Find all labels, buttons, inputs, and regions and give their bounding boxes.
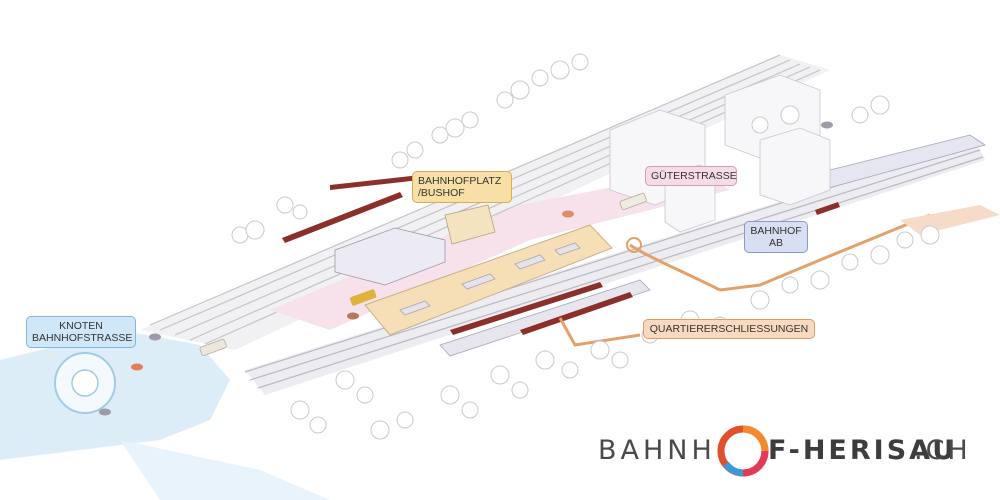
- label-bahnhofplatz-bushof: BAHNHOFPLATZ /BUSHOF: [412, 171, 512, 203]
- label-line: AB: [768, 237, 783, 249]
- bus-shelter: [444, 204, 496, 245]
- orange-paths: [558, 213, 931, 347]
- label-line: BAHNHOFPLATZ: [418, 175, 502, 187]
- label-line: QUARTIERERSCHLIESSUNGEN: [649, 323, 809, 335]
- platform-strip: [439, 279, 651, 357]
- label-line: /BUSHOF: [418, 187, 465, 199]
- logo-text-left: BAHNH: [598, 435, 716, 466]
- bahnhof-herisau-logo: BAHNH F-HERISAU .CH: [598, 416, 990, 480]
- label-bahnhof-ab: BAHNHOF AB: [744, 221, 808, 253]
- trains: [282, 175, 840, 335]
- label-line: BAHNHOFSTRASSE: [32, 332, 133, 344]
- label-line: BAHNHOF: [750, 225, 802, 237]
- label-line: KNOTEN: [59, 320, 103, 332]
- label-knoten-bahnhofstrasse: KNOTEN BAHNHOFSTRASSE: [26, 316, 136, 348]
- roundabout-center: [71, 369, 99, 397]
- logo-text-right: .CH: [914, 435, 971, 466]
- lower-track-corridor: [245, 140, 985, 395]
- label-quartiererschliessungen: QUARTIERERSCHLIESSUNGEN: [643, 319, 815, 339]
- logo-text-bold: F-HERISAU: [768, 435, 958, 466]
- blue-road-lower: [120, 440, 330, 500]
- orange-spiral: [626, 237, 642, 253]
- station-building: [334, 227, 446, 286]
- label-line: GÜTERSTRASSE: [651, 170, 737, 182]
- blue-road-area: [0, 330, 230, 460]
- logo-ring-icon: [717, 425, 769, 477]
- orange-ramp: [900, 205, 1000, 235]
- pink-zone: [270, 170, 730, 330]
- roof-skylights: [399, 242, 581, 316]
- label-gueterstrasse: GÜTERSTRASSE: [645, 166, 737, 186]
- vehicles: [99, 121, 833, 416]
